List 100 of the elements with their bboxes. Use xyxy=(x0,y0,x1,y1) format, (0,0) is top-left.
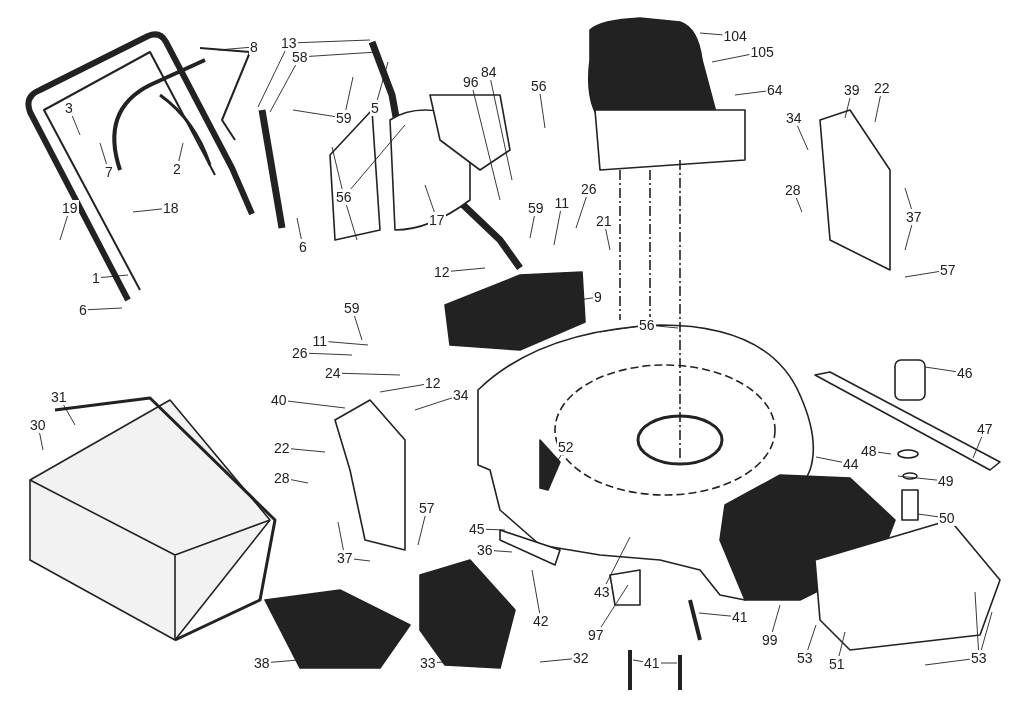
callout-number: 12 xyxy=(424,375,442,391)
leader-line xyxy=(290,448,326,453)
callout-number: 49 xyxy=(937,473,955,489)
callout-number: 40 xyxy=(270,392,288,408)
leader-line xyxy=(472,89,501,201)
callout-number: 19 xyxy=(61,200,79,216)
leader-line xyxy=(328,341,369,346)
leader-line xyxy=(132,208,163,213)
leader-line xyxy=(897,475,938,481)
leader-line xyxy=(699,32,723,36)
callout-number: 12 xyxy=(433,264,451,280)
leader-line xyxy=(71,115,81,136)
callout-number: 31 xyxy=(50,389,68,405)
leader-line xyxy=(63,404,76,426)
leader-line xyxy=(290,479,309,484)
leader-line xyxy=(337,521,344,551)
leader-line xyxy=(531,569,541,614)
leader-line xyxy=(414,397,453,411)
callout-number: 47 xyxy=(976,421,994,437)
callout-number: 46 xyxy=(956,365,974,381)
leader-line xyxy=(308,352,353,356)
leader-line xyxy=(296,217,302,240)
callout-number: 32 xyxy=(572,650,590,666)
leader-line xyxy=(874,95,881,123)
callout-number: 33 xyxy=(419,655,437,671)
leader-line xyxy=(493,550,513,553)
callout-number: 13 xyxy=(280,35,298,51)
leader-line xyxy=(99,142,107,165)
leader-line xyxy=(529,215,535,239)
callout-number: 11 xyxy=(311,333,329,349)
callout-number: 2 xyxy=(172,161,182,177)
leader-line xyxy=(539,93,546,129)
leader-line xyxy=(376,61,389,101)
callout-number: 43 xyxy=(593,584,611,600)
callout-number: 84 xyxy=(480,64,498,80)
callout-number: 59 xyxy=(335,110,353,126)
leader-line xyxy=(924,658,971,666)
leader-line xyxy=(711,54,750,63)
callout-number: 104 xyxy=(722,28,748,44)
leader-line xyxy=(217,46,250,51)
leader-line xyxy=(600,584,629,628)
leader-line xyxy=(331,146,343,190)
callout-number: 26 xyxy=(580,181,598,197)
leader-line xyxy=(599,325,639,333)
callout-number: 22 xyxy=(873,80,891,96)
callout-number: 21 xyxy=(595,213,613,229)
callout-number: 22 xyxy=(273,440,291,456)
leader-line xyxy=(269,64,297,113)
callout-number: 26 xyxy=(291,345,309,361)
leader-line xyxy=(270,659,299,663)
leader-line xyxy=(924,366,957,373)
callout-number: 34 xyxy=(785,110,803,126)
callout-number: 28 xyxy=(273,470,291,486)
leader-line xyxy=(771,604,781,633)
callout-number: 56 xyxy=(335,189,353,205)
leader-line xyxy=(345,76,354,111)
leader-line xyxy=(39,432,44,451)
leader-line xyxy=(972,436,983,459)
callout-number: 37 xyxy=(905,209,923,225)
callout-number: 56 xyxy=(530,78,548,94)
callout-number: 3 xyxy=(64,100,74,116)
callout-number: 53 xyxy=(970,650,988,666)
leader-line xyxy=(797,125,809,151)
callout-number: 38 xyxy=(253,655,271,671)
callout-number: 105 xyxy=(749,44,775,60)
leader-line xyxy=(838,631,846,657)
leader-line xyxy=(553,210,561,246)
callout-number: 39 xyxy=(843,82,861,98)
leader-line xyxy=(655,325,679,329)
leader-line xyxy=(698,612,732,617)
leader-line xyxy=(87,307,123,311)
callout-number: 9 xyxy=(593,289,603,305)
callout-number: 42 xyxy=(532,613,550,629)
leader-line xyxy=(904,271,940,278)
callout-number: 99 xyxy=(761,632,779,648)
callout-number: 97 xyxy=(587,627,605,643)
callout-number: 30 xyxy=(29,417,47,433)
callout-number: 59 xyxy=(527,200,545,216)
leader-line xyxy=(575,196,587,229)
callout-number: 11 xyxy=(553,195,571,211)
callout-number: 48 xyxy=(860,443,878,459)
callout-number: 8 xyxy=(249,39,259,55)
leader-line xyxy=(734,90,767,96)
leader-line xyxy=(178,142,184,162)
leader-line xyxy=(59,215,68,241)
callout-number: 1 xyxy=(91,270,101,286)
callout-number: 44 xyxy=(842,456,860,472)
callout-number: 53 xyxy=(796,650,814,666)
leader-line xyxy=(345,204,358,241)
callout-number: 64 xyxy=(766,82,784,98)
callout-number: 41 xyxy=(643,655,661,671)
callout-number: 56 xyxy=(638,317,656,333)
leader-line xyxy=(974,591,979,651)
callout-number: 17 xyxy=(428,212,446,228)
leader-line xyxy=(100,274,129,278)
leader-line xyxy=(287,400,346,409)
leader-line xyxy=(292,109,336,118)
leader-line xyxy=(795,197,803,213)
callout-number: 51 xyxy=(828,656,846,672)
callout-number: 52 xyxy=(557,439,575,455)
